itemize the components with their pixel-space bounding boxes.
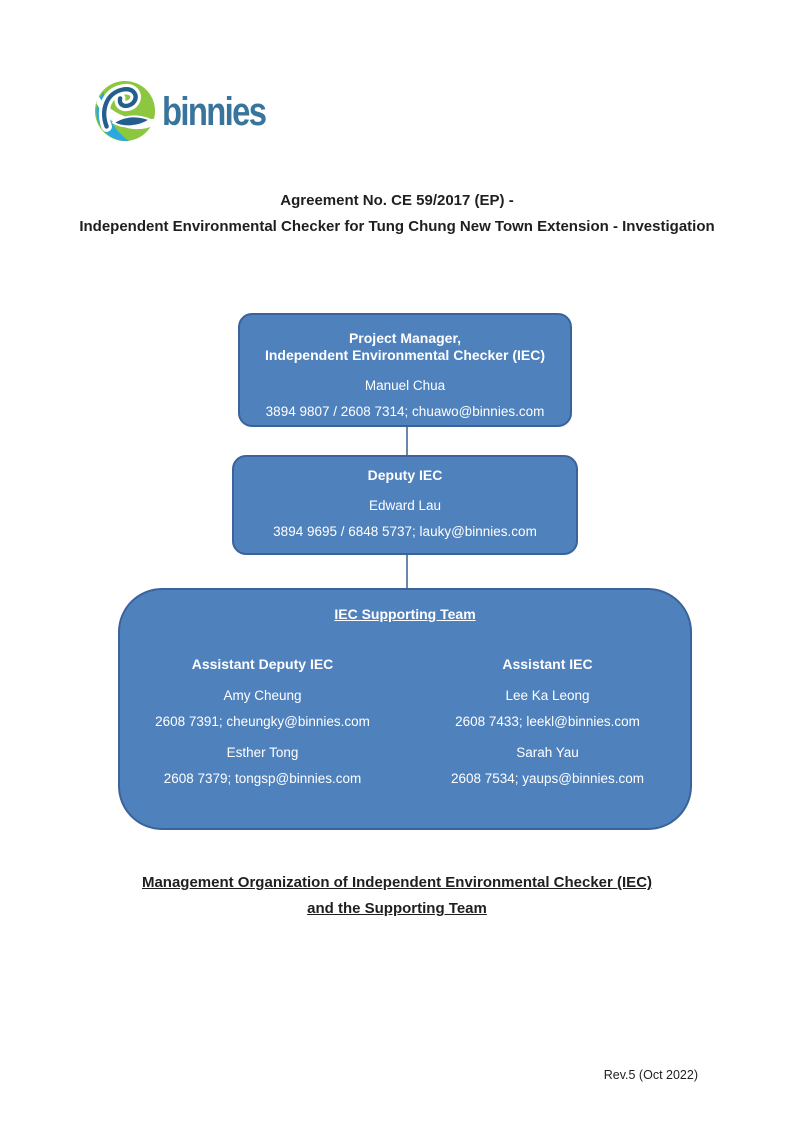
- binnies-wordmark: binnies: [162, 90, 267, 134]
- person-name: Amy Cheung: [223, 688, 302, 703]
- person-contact: 3894 9807 / 2608 7314; chuawo@binnies.co…: [265, 404, 545, 419]
- figure-caption-line1: Management Organization of Independent E…: [141, 874, 653, 891]
- binnies-logo-icon: [94, 80, 156, 142]
- person-name: Sarah Yau: [516, 745, 579, 760]
- figure-caption-line2: and the Supporting Team: [307, 900, 487, 917]
- document-title-line2: Independent Environmental Checker for Tu…: [79, 218, 715, 235]
- person-contact: 3894 9695 / 6848 5737; lauky@binnies.com: [273, 524, 537, 539]
- document-title: Agreement No. CE 59/2017 (EP) - Independ…: [0, 188, 794, 240]
- node-deputy-iec: Deputy IEC Edward Lau 3894 9695 / 6848 5…: [232, 455, 578, 555]
- person-name: Edward Lau: [368, 498, 442, 513]
- connector-line: [406, 555, 408, 588]
- node-iec-supporting-team: IEC Supporting Team Assistant Deputy IEC…: [118, 588, 692, 830]
- person-contact: 2608 7534; yaups@binnies.com: [450, 771, 645, 786]
- person-contact: 2608 7433; leekl@binnies.com: [455, 714, 640, 729]
- role-title: Deputy IEC: [367, 467, 443, 483]
- binnies-logo: binnies: [94, 80, 288, 142]
- figure-caption: Management Organization of Independent E…: [0, 870, 794, 922]
- role-title: Independent Environmental Checker (IEC): [264, 347, 546, 363]
- person-name: Lee Ka Leong: [505, 688, 590, 703]
- person-name: Esther Tong: [226, 745, 299, 760]
- team-column-assistant-iec: Assistant IEC Lee Ka Leong 2608 7433; le…: [405, 656, 690, 801]
- connector-line: [406, 427, 408, 455]
- node-project-manager-iec: Project Manager, Independent Environment…: [238, 313, 572, 427]
- person-contact: 2608 7379; tongsp@binnies.com: [163, 771, 362, 786]
- team-title: IEC Supporting Team: [334, 606, 476, 622]
- role-title: Project Manager,: [348, 330, 462, 346]
- role-title: Assistant Deputy IEC: [191, 656, 334, 672]
- person-contact: 2608 7391; cheungky@binnies.com: [155, 714, 370, 729]
- person-name: Manuel Chua: [364, 378, 446, 393]
- team-column-assistant-deputy-iec: Assistant Deputy IEC Amy Cheung 2608 739…: [120, 656, 405, 801]
- team-columns: Assistant Deputy IEC Amy Cheung 2608 739…: [120, 656, 690, 801]
- revision-note: Rev.5 (Oct 2022): [603, 1068, 698, 1082]
- role-title: Assistant IEC: [502, 656, 593, 672]
- document-title-line1: Agreement No. CE 59/2017 (EP) -: [280, 192, 514, 209]
